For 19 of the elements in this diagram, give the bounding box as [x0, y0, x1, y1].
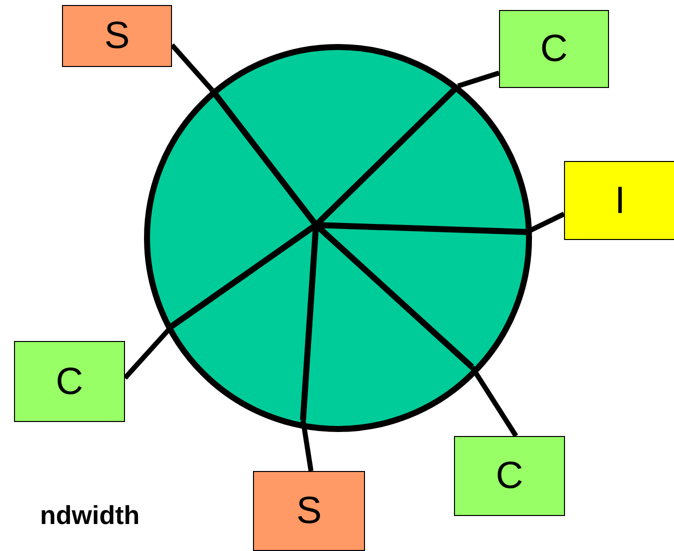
box-letter: C	[496, 457, 524, 495]
connector-line	[457, 70, 500, 88]
letter-box	[499, 10, 609, 88]
connector-line	[170, 43, 214, 92]
connector-line	[470, 366, 518, 438]
letter-box	[454, 436, 565, 516]
letter-box	[62, 5, 172, 67]
letter-box	[14, 341, 125, 422]
connector-line	[300, 420, 314, 472]
box-letter: S	[104, 17, 130, 55]
connector-line	[123, 324, 174, 380]
letter-box	[253, 471, 365, 551]
box-letter: S	[296, 492, 322, 530]
caption-text: ndwidth	[40, 500, 140, 531]
box-letter: C	[540, 30, 568, 68]
box-letter: C	[56, 362, 84, 400]
box-letter: I	[614, 182, 626, 220]
letter-box	[564, 161, 674, 240]
pie-circle	[144, 44, 532, 432]
